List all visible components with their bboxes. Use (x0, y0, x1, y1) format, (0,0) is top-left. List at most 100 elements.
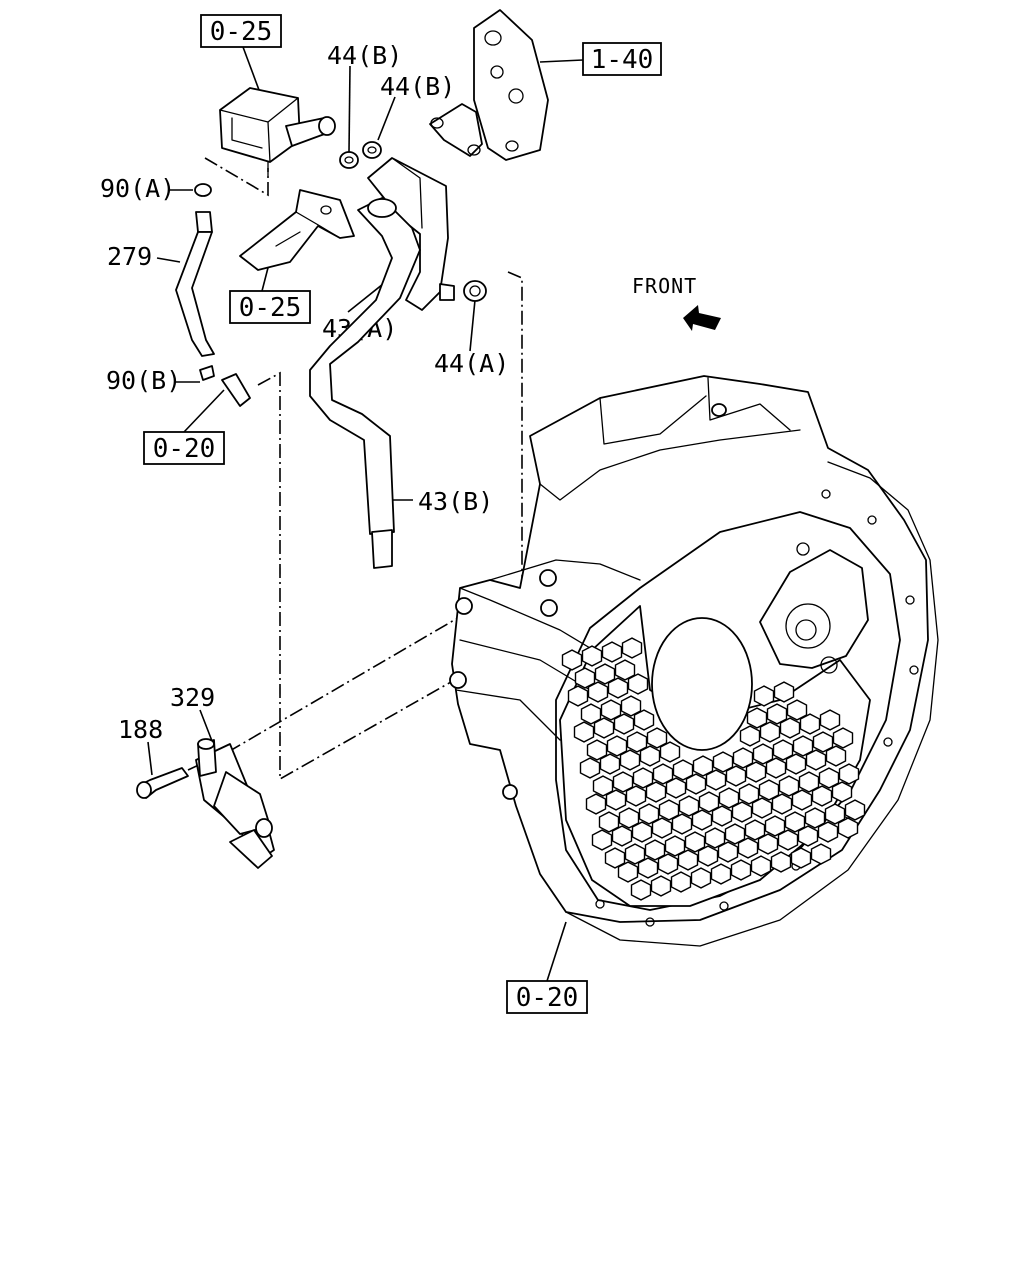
label-90a: 90(A) (100, 174, 175, 203)
ref-box-0-20-left[interactable]: 0-20 (143, 431, 225, 465)
grille-cell (601, 641, 623, 663)
grille-cell (717, 841, 739, 863)
grille-cell (810, 843, 832, 865)
ref-box-1-40[interactable]: 1-40 (582, 42, 662, 76)
grille-cell (779, 717, 801, 739)
ref-box-0-25-bracket[interactable]: 0-25 (229, 290, 311, 324)
honeycomb-grille (561, 637, 866, 901)
label-329: 329 (170, 683, 215, 712)
grille-cell (745, 761, 767, 783)
grille-cell (646, 727, 668, 749)
grille-cell (621, 637, 643, 659)
grille-cell (818, 767, 840, 789)
grille-cell (591, 829, 613, 851)
grille-cell (765, 757, 787, 779)
grille-cell (586, 739, 608, 761)
grille-cell (598, 811, 620, 833)
grille-cell (644, 839, 666, 861)
grille-cell (652, 763, 674, 785)
hose-43a (367, 157, 455, 311)
grille-cell (744, 819, 766, 841)
grille-cell (804, 807, 826, 829)
grille-cell (750, 855, 772, 877)
grille-cell (632, 767, 654, 789)
grille-cell (685, 773, 707, 795)
grille-cell (620, 695, 642, 717)
grille-cell (561, 649, 583, 671)
ref-label-0-25-bracket: 0-25 (239, 293, 302, 323)
grille-cell (592, 775, 614, 797)
grille-cell (619, 749, 641, 771)
label-43b: 43(B) (418, 487, 493, 516)
grille-cell (831, 781, 853, 803)
grille-cell (772, 739, 794, 761)
grille-cell (837, 817, 859, 839)
grille-cell (838, 763, 860, 785)
label-44b-2: 44(B) (380, 72, 455, 101)
grille-cell (684, 831, 706, 853)
ref-label-0-25-top: 0-25 (210, 17, 273, 47)
grille-cell (773, 681, 795, 703)
grille-cell (638, 803, 660, 825)
grille-cell (777, 829, 799, 851)
grille-cell (664, 835, 686, 857)
grille-cell (594, 663, 616, 685)
grille-cell (614, 659, 636, 681)
grille-cell (770, 851, 792, 873)
grille-cell (637, 857, 659, 879)
grille-cell (613, 713, 635, 735)
fitting-329 (195, 738, 275, 869)
clamp-44b-1 (339, 151, 359, 169)
ref-label-1-40: 1-40 (591, 45, 654, 75)
grille-cell (746, 707, 768, 729)
grille-cell (612, 771, 634, 793)
grille-cell (677, 849, 699, 871)
grille-cell (697, 845, 719, 867)
grille-cell (579, 757, 601, 779)
grille-cell (790, 847, 812, 869)
ref-label-0-20-left: 0-20 (153, 434, 216, 464)
grille-cell (799, 713, 821, 735)
grille-cell (710, 863, 732, 885)
hose-279 (175, 183, 251, 407)
grille-cell (730, 859, 752, 881)
grille-cell (824, 803, 846, 825)
ref-box-0-25-top[interactable]: 0-25 (200, 14, 282, 48)
grille-cell (812, 731, 834, 753)
ref-label-0-20-bottom: 0-20 (516, 983, 579, 1013)
grille-cell (625, 785, 647, 807)
grille-cell (718, 787, 740, 809)
grille-cell (819, 709, 841, 731)
sensor-bracket (239, 189, 355, 271)
grille-cell (574, 667, 596, 689)
grille-cell (639, 745, 661, 767)
grille-cell (785, 753, 807, 775)
grille-cell (731, 801, 753, 823)
label-188: 188 (118, 715, 163, 744)
grille-cell (798, 771, 820, 793)
grille-cell (678, 795, 700, 817)
grille-cell (657, 853, 679, 875)
grille-cell (599, 753, 621, 775)
alignment-lines (187, 157, 545, 781)
grille-cell (630, 879, 652, 901)
grille-cell (766, 703, 788, 725)
grille-cell (792, 735, 814, 757)
grille-cell (778, 775, 800, 797)
grille-cell (805, 749, 827, 771)
hose-43b (309, 197, 421, 569)
grille-cell (811, 785, 833, 807)
grille-cell (658, 799, 680, 821)
grille-cell (711, 805, 733, 827)
grille-cell (690, 867, 712, 889)
grille-cell (611, 825, 633, 847)
grille-cell (757, 833, 779, 855)
grille-cell (593, 717, 615, 739)
grille-cell (753, 685, 775, 707)
grille-cell (832, 727, 854, 749)
front-arrow-icon (683, 305, 721, 331)
grille-cell (817, 821, 839, 843)
ref-box-0-20-bottom[interactable]: 0-20 (506, 980, 588, 1014)
